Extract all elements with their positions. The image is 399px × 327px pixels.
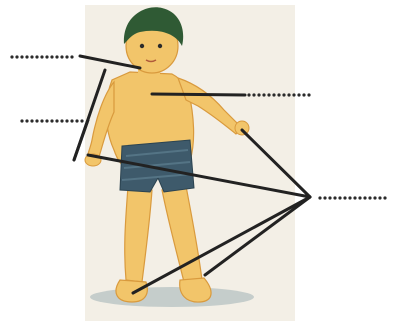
arm-label-blank [20,119,83,122]
blank-dot [282,93,285,96]
blank-dot [348,196,351,199]
right-eye [158,44,162,48]
blank-dot [287,93,290,96]
blank-dot [25,119,28,122]
blank-dot [277,93,280,96]
blank-dot [292,93,295,96]
blank-dot [40,55,43,58]
blank-dot [80,119,83,122]
blank-dot [70,119,73,122]
blank-dot [333,196,336,199]
blank-dot [75,119,78,122]
blank-dot [262,93,265,96]
blank-dot [343,196,346,199]
chest-pointer-line [152,94,245,95]
floor-shadow [90,287,254,307]
blank-dot [363,196,366,199]
blank-dot [25,55,28,58]
blank-dot [318,196,321,199]
blank-dot [20,55,23,58]
blank-dot [15,55,18,58]
blank-dot [55,55,58,58]
blank-dot [65,55,68,58]
blank-dot [45,55,48,58]
blank-dot [373,196,376,199]
head-label-blank [10,55,73,58]
blank-dot [297,93,300,96]
left-foot [116,280,147,302]
blank-dot [252,93,255,96]
blank-dot [65,119,68,122]
blank-dot [307,93,310,96]
blank-dot [30,55,33,58]
blank-dot [30,119,33,122]
blank-dot [35,119,38,122]
blank-dot [338,196,341,199]
blank-dot [383,196,386,199]
blank-dot [60,55,63,58]
blank-dot [353,196,356,199]
blank-dot [45,119,48,122]
blank-dot [272,93,275,96]
blank-dot [10,55,13,58]
blank-dot [368,196,371,199]
blank-dot [358,196,361,199]
blank-dot [267,93,270,96]
blank-dot [20,119,23,122]
blank-dot [257,93,260,96]
blank-dot [70,55,73,58]
blank-dot [328,196,331,199]
blank-dot [302,93,305,96]
blank-dot [60,119,63,122]
blank-dot [50,119,53,122]
blank-dot [247,93,250,96]
blank-dot [40,119,43,122]
limbs-label-blank [318,196,386,199]
left-eye [140,44,144,48]
blank-dot [323,196,326,199]
blank-dot [50,55,53,58]
blank-dot [378,196,381,199]
blank-dot [55,119,58,122]
blank-dot [35,55,38,58]
